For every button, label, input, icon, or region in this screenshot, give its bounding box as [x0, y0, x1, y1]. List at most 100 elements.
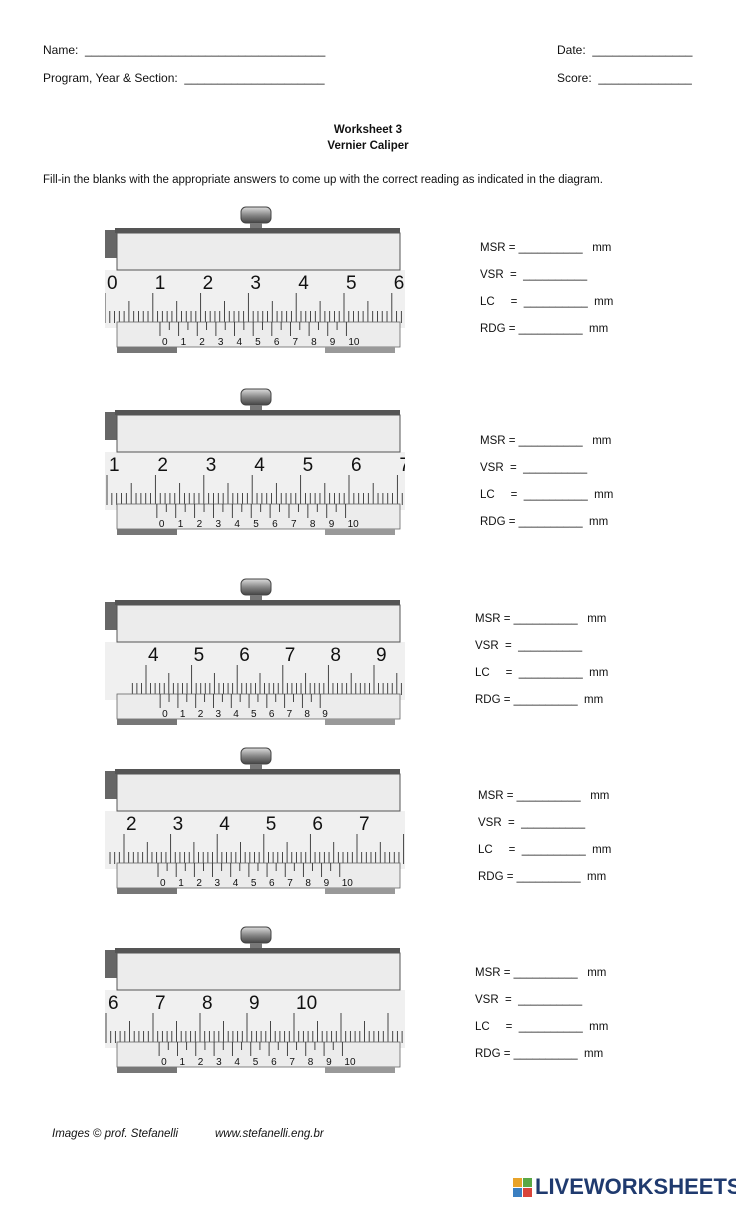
- answer-lc-blank[interactable]: LC = __________ mm: [475, 667, 609, 679]
- vernier-scale-label: 10: [342, 878, 354, 889]
- program-section-field[interactable]: Program, Year & Section: _______________…: [43, 71, 325, 85]
- vernier-scale-label: 5: [253, 1057, 259, 1068]
- thumb-screw-icon: [240, 578, 272, 596]
- fixed-jaw: [105, 230, 117, 258]
- vernier-scale-label: 1: [180, 709, 186, 720]
- answer-vsr-blank[interactable]: VSR = __________: [475, 994, 583, 1006]
- logo-text: LIVEWORKSHEETS: [535, 1174, 736, 1199]
- answer-rdg-blank[interactable]: RDG = __________ mm: [480, 516, 609, 528]
- slider-top-edge: [115, 600, 400, 605]
- vernier-scale-label: 7: [292, 337, 298, 348]
- vernier-scale-label: 8: [308, 1057, 314, 1068]
- vernier-scale-label: 1: [181, 337, 187, 348]
- answer-rdg-blank[interactable]: RDG = __________ mm: [475, 1048, 604, 1060]
- vernier-scale-label: 0: [162, 337, 168, 348]
- answer-lc-blank[interactable]: LC = __________ mm: [480, 296, 614, 308]
- vernier-scale-label: 8: [305, 878, 311, 889]
- main-scale-label: 7: [155, 993, 166, 1014]
- vernier-scale-label: 7: [289, 1057, 295, 1068]
- worksheet-title: Worksheet 3: [333, 124, 403, 136]
- vernier-jaw-right: [325, 719, 395, 725]
- vernier-scale-label: 6: [274, 337, 280, 348]
- vernier-jaw-left: [117, 888, 177, 894]
- answer-lc-blank[interactable]: LC = __________ mm: [478, 844, 612, 856]
- fixed-jaw: [105, 950, 117, 978]
- answer-lc-blank[interactable]: LC = __________ mm: [480, 489, 614, 501]
- website-link[interactable]: www.stefanelli.eng.br: [215, 1128, 324, 1140]
- vernier-scale-label: 6: [272, 519, 278, 530]
- fixed-jaw: [105, 771, 117, 799]
- vernier-scale-label: 3: [215, 709, 221, 720]
- thumb-screw-icon: [240, 926, 272, 944]
- vernier-scale-label: 7: [287, 878, 293, 889]
- vernier-plate: [116, 503, 401, 530]
- main-scale-label: 4: [298, 273, 309, 294]
- thumb-screw-icon: [240, 747, 272, 765]
- answer-block: MSR = __________ mm VSR = __________ LC = …: [475, 967, 608, 1075]
- vernier-scale-label: 8: [304, 709, 310, 720]
- vernier-scale-label: 0: [160, 878, 166, 889]
- vernier-jaw-left: [117, 529, 177, 535]
- main-scale-label: 7: [359, 814, 370, 835]
- fixed-jaw: [105, 412, 117, 440]
- vernier-scale-label: 8: [310, 519, 316, 530]
- vernier-scale-label: 6: [269, 709, 275, 720]
- main-scale-label: 5: [194, 645, 205, 666]
- main-scale-label: 6: [108, 993, 119, 1014]
- vernier-scale-label: 9: [322, 709, 328, 720]
- vernier-scale-label: 2: [196, 878, 202, 889]
- vernier-jaw-right: [325, 1067, 395, 1073]
- main-scale-label: 4: [148, 645, 159, 666]
- answer-msr-blank[interactable]: MSR = __________ mm: [478, 790, 610, 802]
- main-scale-label: 4: [254, 455, 265, 476]
- vernier-scale-label: 8: [311, 337, 317, 348]
- answer-msr-blank[interactable]: MSR = __________ mm: [480, 242, 612, 254]
- vernier-scale-label: 5: [251, 709, 257, 720]
- answer-vsr-blank[interactable]: VSR = __________: [480, 462, 588, 474]
- fixed-jaw: [105, 602, 117, 630]
- answer-rdg-blank[interactable]: RDG = __________ mm: [475, 694, 604, 706]
- slider-top-edge: [115, 228, 400, 233]
- vernier-scale-label: 2: [198, 1057, 204, 1068]
- answer-block: MSR = __________ mm VSR = __________ LC = …: [480, 435, 613, 543]
- answer-vsr-blank[interactable]: VSR = __________: [475, 640, 583, 652]
- slider-body: [116, 232, 401, 271]
- vernier-scale-label: 7: [291, 519, 297, 530]
- answer-rdg-blank[interactable]: RDG = __________ mm: [480, 323, 609, 335]
- vernier-scale-label: 9: [330, 337, 336, 348]
- main-scale-label: 7: [399, 455, 405, 476]
- vernier-scale-label: 9: [324, 878, 330, 889]
- vernier-jaw-right: [325, 529, 395, 535]
- answer-msr-blank[interactable]: MSR = __________ mm: [475, 967, 607, 979]
- main-scale-label: 5: [266, 814, 277, 835]
- vernier-scale-label: 7: [287, 709, 293, 720]
- answer-vsr-blank[interactable]: VSR = __________: [480, 269, 588, 281]
- vernier-scale-label: 6: [269, 878, 275, 889]
- main-scale-label: 8: [330, 645, 341, 666]
- vernier-scale-label: 1: [178, 519, 184, 530]
- thumb-screw-icon: [240, 388, 272, 406]
- date-field[interactable]: Date: _______________: [557, 43, 693, 57]
- vernier-jaw-right: [325, 347, 395, 353]
- vernier-scale-label: 10: [348, 519, 360, 530]
- answer-rdg-blank[interactable]: RDG = __________ mm: [478, 871, 607, 883]
- answer-lc-blank[interactable]: LC = __________ mm: [475, 1021, 609, 1033]
- slider-top-edge: [115, 769, 400, 774]
- name-field[interactable]: Name: __________________________________…: [43, 43, 326, 57]
- main-scale-label: 10: [296, 993, 317, 1014]
- score-field[interactable]: Score: ______________: [557, 71, 692, 85]
- vernier-scale-label: 2: [198, 709, 204, 720]
- answer-vsr-blank[interactable]: VSR = __________: [478, 817, 586, 829]
- vernier-scale-label: 3: [216, 1057, 222, 1068]
- thumb-screw-icon: [240, 206, 272, 224]
- main-scale-label: 6: [351, 455, 362, 476]
- main-scale-label: 6: [312, 814, 323, 835]
- vernier-scale-label: 0: [159, 519, 165, 530]
- answer-msr-blank[interactable]: MSR = __________ mm: [475, 613, 607, 625]
- answer-msr-blank[interactable]: MSR = __________ mm: [480, 435, 612, 447]
- slider-body: [116, 604, 401, 643]
- vernier-jaw-left: [117, 1067, 177, 1073]
